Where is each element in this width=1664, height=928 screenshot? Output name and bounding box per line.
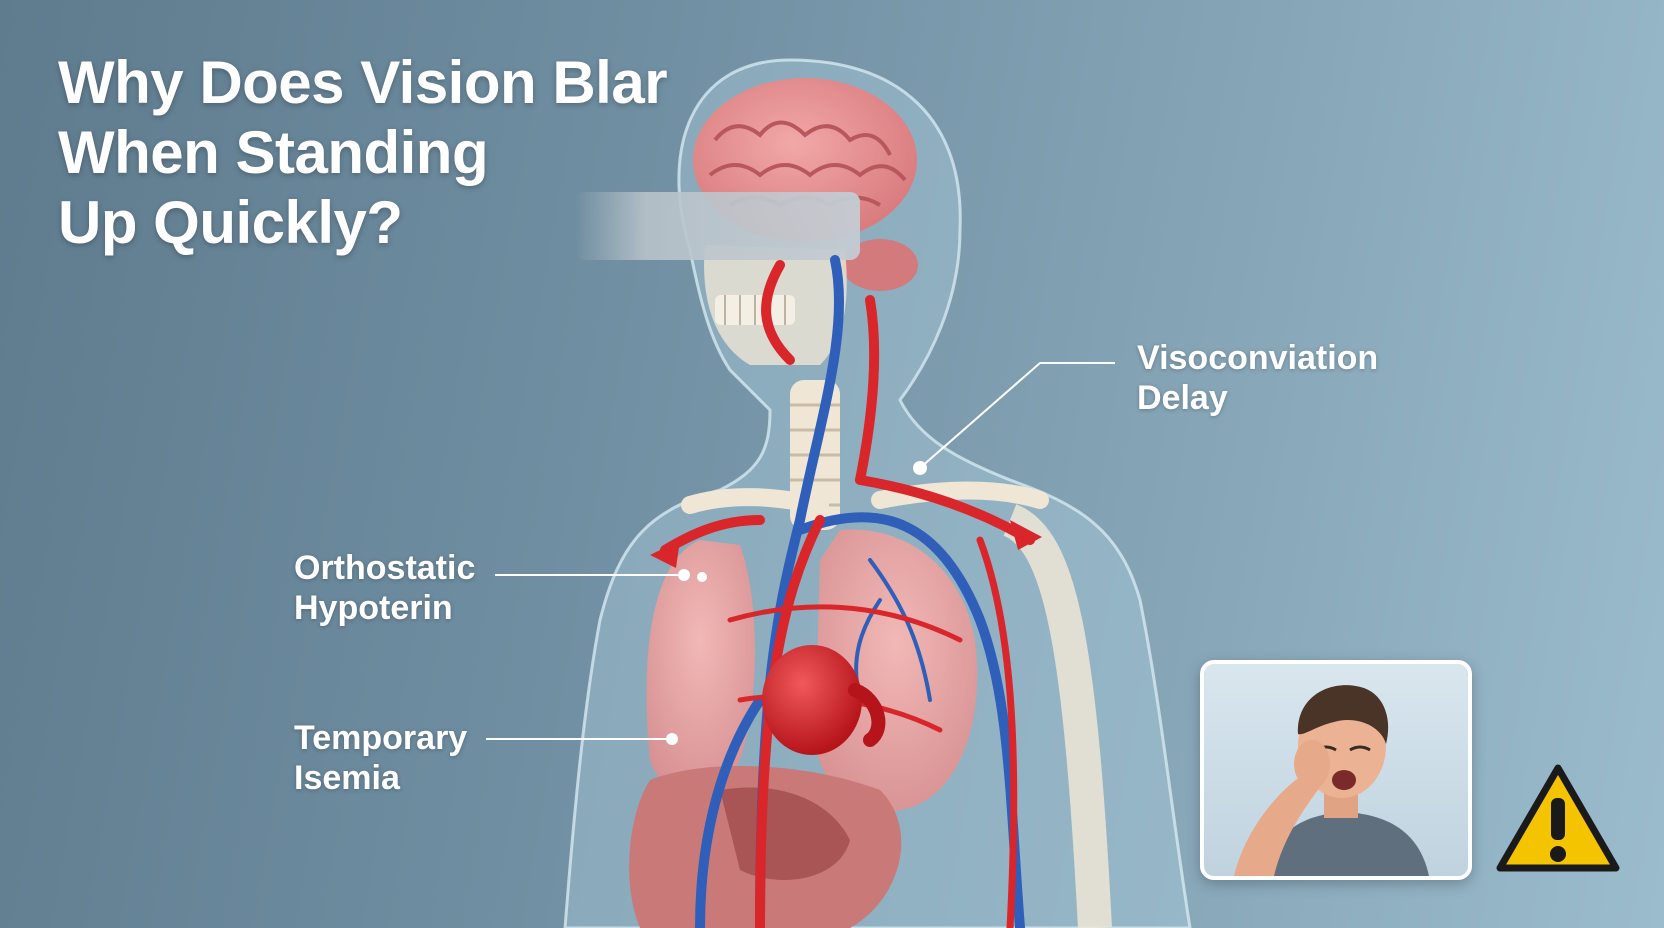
vision-blur-band [575, 192, 860, 260]
label-temporary: Temporary Isemia [294, 718, 467, 798]
arrow-right [1010, 520, 1042, 550]
warning-icon [1496, 764, 1620, 872]
label-orthostatic-line-1: Orthostatic [294, 549, 476, 587]
leader-lines [486, 362, 1115, 740]
label-temporary-line-2: Isemia [294, 759, 400, 797]
title-line-3: Up Quickly? [58, 189, 403, 256]
label-orthostatic: Orthostatic Hypoterin [294, 548, 475, 628]
skull [704, 245, 847, 365]
label-temporary-line-1: Temporary [294, 719, 468, 757]
leader-dots [666, 461, 927, 745]
dizzy-person-inset [1200, 660, 1472, 880]
label-visual-delay: Visoconviation Delay [1137, 338, 1378, 418]
label-visual-line-2: Delay [1137, 379, 1228, 417]
lungs [646, 529, 978, 811]
heart [762, 645, 886, 755]
page-title: Why Does Vision Blar When Standing Up Qu… [58, 48, 698, 258]
label-visual-line-1: Visoconviation [1137, 339, 1379, 377]
label-orthostatic-line-2: Hypoterin [294, 589, 453, 627]
arrow-left [650, 540, 680, 568]
dizzy-person-illustration [1234, 685, 1429, 876]
title-line-2: When Standing [58, 119, 489, 186]
title-line-1: Why Does Vision Blar [58, 49, 668, 116]
